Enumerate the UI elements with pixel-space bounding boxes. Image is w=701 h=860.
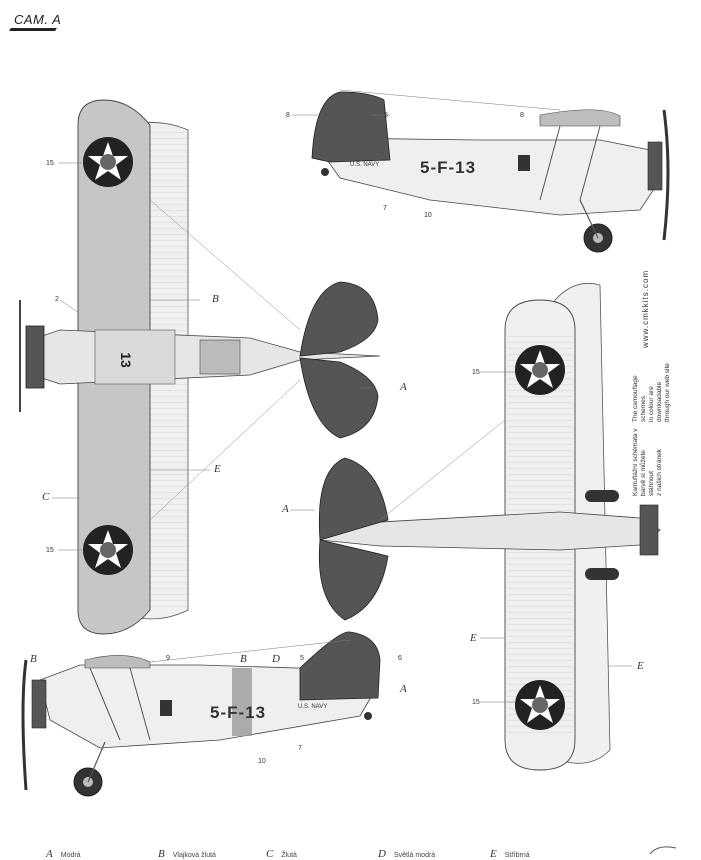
us-navy-label-bottom: U.S. NAVY xyxy=(298,704,328,710)
letter-b-side-left: B xyxy=(30,653,37,665)
callout-15-lower: 15 xyxy=(46,547,54,554)
note-cz-line-3: z našich stránek xyxy=(656,449,663,496)
fuselage-number: 13 xyxy=(117,352,134,368)
letter-a-top-view: A xyxy=(400,381,407,393)
side-view-bottom xyxy=(21,631,381,797)
callout-10-top: 10 xyxy=(424,212,432,219)
letter-a-bottom-view: A xyxy=(282,503,289,515)
letter-c-top-view: C xyxy=(42,491,50,503)
callout-15-bottom-view-1: 15 xyxy=(472,369,480,376)
letter-e-bottom-view-2: E xyxy=(637,660,644,672)
callout-7-top: 7 xyxy=(383,205,387,212)
letter-b-side-mid: B xyxy=(240,653,247,665)
callout-6: 6 xyxy=(398,655,402,662)
legend-key-e: E xyxy=(490,848,497,860)
note-en-line-2: in colour are downloadable xyxy=(648,381,663,422)
note-en-line-1: The camouflage schemes xyxy=(632,375,647,422)
top-view xyxy=(19,99,381,635)
side-view-bottom-tail-fin xyxy=(299,631,381,701)
callout-8-left: 8 xyxy=(286,112,290,119)
note-cz-line-1: Kamuflážní schémata v xyxy=(632,428,639,496)
legend-key-d: D xyxy=(378,848,386,860)
legend-key-b: B xyxy=(158,848,165,860)
bottom-view xyxy=(318,282,661,771)
note-cz-line-2: barvě si můžete stáhnout xyxy=(640,450,655,496)
legend-item-a: A Modrá xyxy=(46,848,81,860)
bottom-view-tail xyxy=(318,457,389,541)
callout-5-bottom: 5 xyxy=(300,655,304,662)
callout-5-top: 5 xyxy=(384,112,388,119)
leader-lines xyxy=(52,114,632,703)
side-code-top: 5-F-13 xyxy=(420,158,477,177)
legend-item-e: E Stříbrná xyxy=(490,848,530,860)
callout-15-top: 15 xyxy=(46,160,54,167)
legend-item-d: D Světlá modrá xyxy=(378,848,435,860)
callout-8-right: 8 xyxy=(520,112,524,119)
note-url-link[interactable]: www.cmkkits.com xyxy=(641,269,650,348)
letter-e-bottom-view-1: E xyxy=(470,632,477,644)
legend-key-c: C xyxy=(266,848,274,860)
legend-key-a: A xyxy=(46,848,53,860)
download-note: Kamuflážní schémata v barvě si můžete st… xyxy=(632,270,672,496)
callout-10-bottom: 10 xyxy=(258,758,266,765)
note-en-line-3: through our web site xyxy=(664,363,671,422)
legend-label-e: Stříbrná xyxy=(504,852,530,859)
letter-a-side: A xyxy=(400,683,407,695)
color-legend: A Modrá B Vlajková žlutá C Žlutá D Světlá mo… xyxy=(0,842,701,860)
page-title: CAM. A xyxy=(14,12,62,27)
callout-7-bottom: 7 xyxy=(298,745,302,752)
callout-15-bottom-view-2: 15 xyxy=(472,699,480,706)
letter-b-top-view: B xyxy=(212,293,219,305)
letter-e-top-view: E xyxy=(214,463,221,475)
legend-item-c: C Žlutá xyxy=(266,848,297,860)
publisher-logo-icon xyxy=(648,844,678,858)
letter-d-side: D xyxy=(272,653,280,665)
legend-label-b: Vlajková žlutá xyxy=(172,852,216,859)
side-view-top xyxy=(311,89,670,253)
side-code-bottom: 5-F-13 xyxy=(210,703,267,722)
callout-9: 9 xyxy=(166,655,170,662)
side-view-top-tail-fin xyxy=(311,91,391,163)
callout-2: 2 xyxy=(55,296,59,303)
bottom-view-fuselage xyxy=(319,511,661,551)
legend-label-c: Žlutá xyxy=(281,852,297,859)
legend-label-a: Modrá xyxy=(60,852,81,859)
legend-label-d: Světlá modrá xyxy=(393,852,436,859)
top-view-tail xyxy=(299,281,379,357)
us-navy-label-top: U.S. NAVY xyxy=(350,162,380,168)
legend-item-b: B Vlajková žlutá xyxy=(158,848,216,860)
